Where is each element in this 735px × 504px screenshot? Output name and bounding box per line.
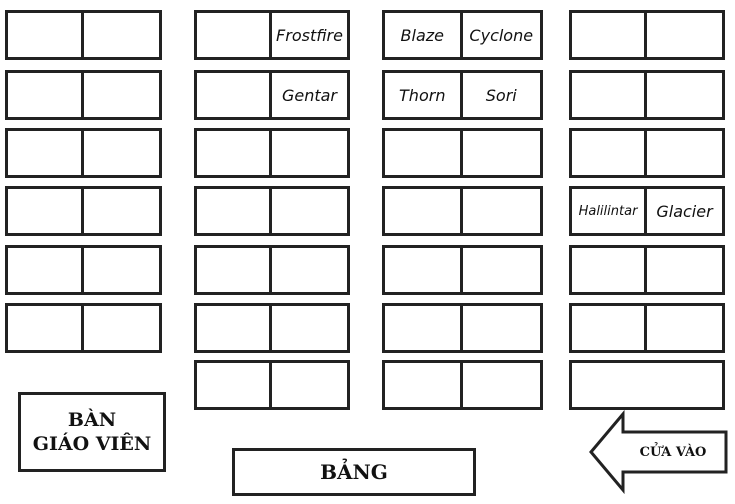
seat-left bbox=[8, 131, 84, 175]
seat-right bbox=[84, 73, 160, 117]
desk bbox=[382, 360, 543, 410]
desk bbox=[194, 186, 350, 236]
seat-right bbox=[647, 131, 722, 175]
seat-right bbox=[647, 248, 722, 292]
desk bbox=[5, 10, 162, 60]
seat-right bbox=[647, 13, 722, 57]
seat-right bbox=[272, 189, 347, 233]
teacher-desk-label-line2: GIÁO VIÊN bbox=[32, 433, 152, 455]
seat-left bbox=[385, 189, 463, 233]
seat-right: Glacier bbox=[656, 201, 713, 221]
seat-left bbox=[385, 248, 463, 292]
seat-left bbox=[572, 306, 647, 350]
seat-right: Cyclone bbox=[469, 25, 534, 45]
desk: Blaze Cyclone bbox=[382, 10, 543, 60]
entrance-arrow: CỬA VÀO bbox=[587, 409, 730, 495]
desk bbox=[5, 186, 162, 236]
seat-left bbox=[197, 363, 272, 407]
seat-left bbox=[197, 248, 272, 292]
seat-left: Halilintar bbox=[572, 189, 647, 233]
seat-left bbox=[572, 248, 647, 292]
desk bbox=[569, 245, 725, 295]
desk bbox=[5, 70, 162, 120]
seat-left bbox=[197, 306, 272, 350]
seat-left bbox=[385, 306, 463, 350]
desk: Frostfire bbox=[194, 10, 350, 60]
desk bbox=[194, 245, 350, 295]
seat-left bbox=[8, 248, 84, 292]
desk: Gentar bbox=[194, 70, 350, 120]
board: BẢNG bbox=[232, 448, 476, 496]
seat-right: Gentar bbox=[281, 85, 338, 105]
seat-right bbox=[272, 363, 347, 407]
seat-right: Sori bbox=[485, 85, 517, 105]
seat bbox=[572, 363, 722, 407]
seat-left: Thorn bbox=[385, 73, 463, 117]
desk bbox=[382, 303, 543, 353]
seat-left bbox=[8, 13, 84, 57]
seat-right bbox=[647, 73, 722, 117]
entrance-label: CỬA VÀO bbox=[639, 444, 707, 460]
seat-left bbox=[197, 73, 272, 117]
teacher-desk: BÀN GIÁO VIÊN bbox=[18, 392, 166, 472]
desk bbox=[5, 128, 162, 178]
desk bbox=[5, 303, 162, 353]
desk bbox=[5, 245, 162, 295]
desk: Thorn Sori bbox=[382, 70, 543, 120]
seat-right bbox=[647, 306, 722, 350]
desk bbox=[569, 128, 725, 178]
desk bbox=[194, 303, 350, 353]
seat-right bbox=[272, 306, 347, 350]
seat-left bbox=[572, 73, 647, 117]
seat-right bbox=[84, 189, 160, 233]
seat-right bbox=[272, 248, 347, 292]
seat-left bbox=[385, 131, 463, 175]
teacher-desk-label-line1: BÀN bbox=[67, 409, 117, 431]
seat-right bbox=[84, 13, 160, 57]
desk bbox=[382, 245, 543, 295]
seat-left bbox=[197, 189, 272, 233]
desk bbox=[194, 128, 350, 178]
seat-right bbox=[84, 306, 160, 350]
desk bbox=[382, 128, 543, 178]
seat-right bbox=[84, 131, 160, 175]
seat-left bbox=[8, 306, 84, 350]
desk: Halilintar Glacier bbox=[569, 186, 725, 236]
seat-left bbox=[572, 13, 647, 57]
desk bbox=[382, 186, 543, 236]
seat-left bbox=[8, 189, 84, 233]
seat-right bbox=[463, 363, 541, 407]
seat-left bbox=[572, 131, 647, 175]
seat-right bbox=[463, 306, 541, 350]
desk bbox=[569, 303, 725, 353]
board-label: BẢNG bbox=[320, 460, 388, 484]
seat-right bbox=[463, 131, 541, 175]
seat-right bbox=[463, 248, 541, 292]
seat-left bbox=[8, 73, 84, 117]
desk bbox=[569, 70, 725, 120]
arrow-left-icon bbox=[589, 409, 728, 495]
seat-right bbox=[272, 131, 347, 175]
desk bbox=[569, 360, 725, 410]
seat-left bbox=[197, 13, 272, 57]
seat-right bbox=[463, 189, 541, 233]
seat-right: Frostfire bbox=[276, 25, 343, 45]
seat-left bbox=[385, 363, 463, 407]
seat-left bbox=[197, 131, 272, 175]
desk bbox=[194, 360, 350, 410]
seat-left: Blaze bbox=[385, 13, 463, 57]
desk bbox=[569, 10, 725, 60]
seat-right bbox=[84, 248, 160, 292]
